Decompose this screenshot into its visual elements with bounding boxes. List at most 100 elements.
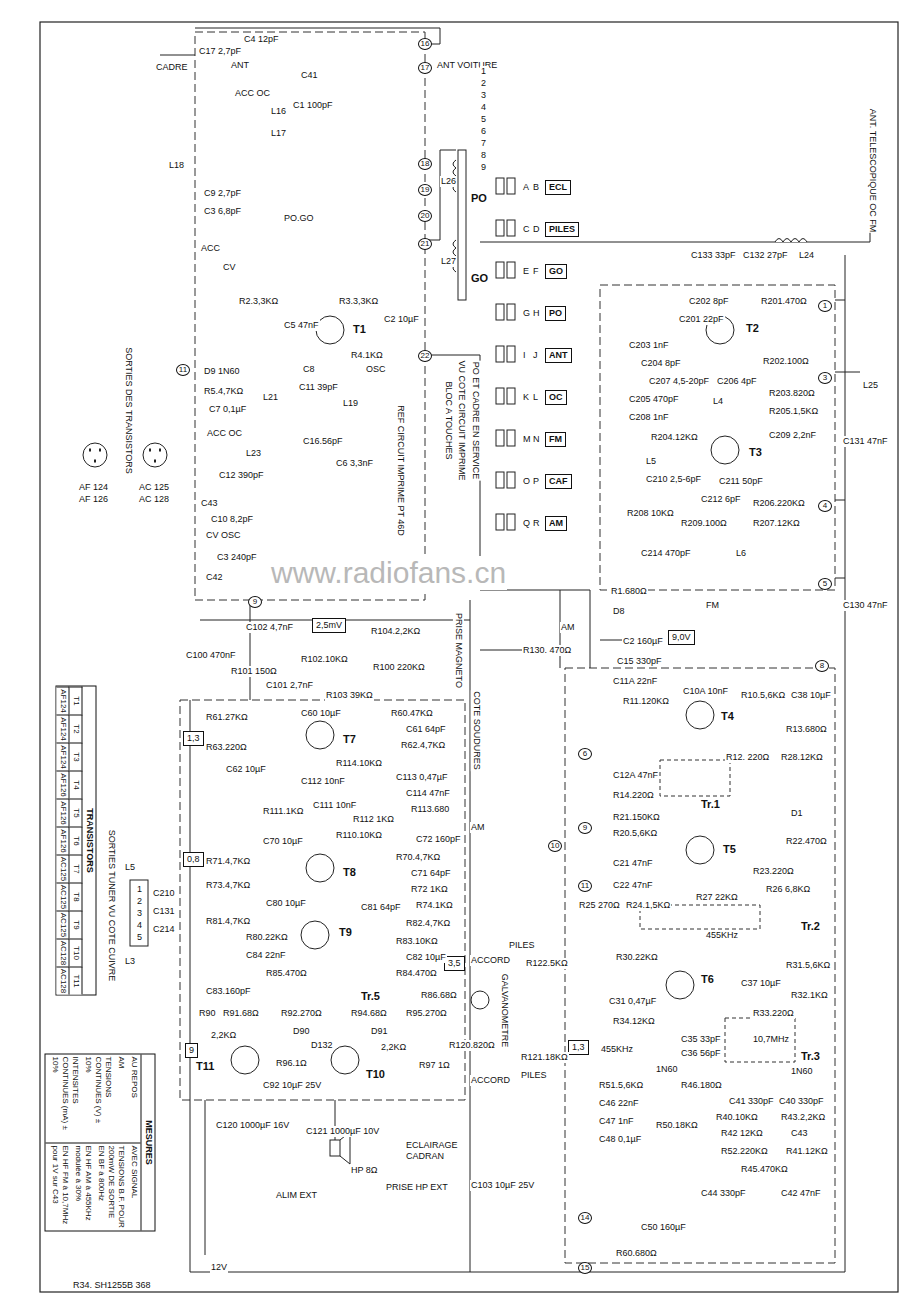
part-name: PO xyxy=(470,192,488,204)
table-cell: T1 xyxy=(70,686,83,714)
wire xyxy=(205,600,335,1255)
switch-contact xyxy=(496,472,504,488)
component-label: C211 50pF xyxy=(718,476,764,487)
transistor-symbol xyxy=(331,1046,359,1074)
component-label: C43 xyxy=(200,498,219,509)
value-box: 1,3 xyxy=(568,1040,589,1055)
component-label: R14.220Ω xyxy=(612,790,655,801)
component-label: R101 150Ω xyxy=(230,666,278,677)
component-label: R92.270Ω xyxy=(280,1008,323,1019)
table-cell: T6 xyxy=(70,826,83,854)
ferrite-rod xyxy=(458,150,466,300)
component-label: C12A 47nF xyxy=(612,770,659,781)
callout-number: 10 xyxy=(548,840,562,852)
component-label: R94.68Ω xyxy=(350,1008,388,1019)
component-label: R202.100Ω xyxy=(762,356,810,367)
table-cell: AF124 xyxy=(57,686,70,714)
component-label: R21.150KΩ xyxy=(612,812,661,823)
callout-number: 9 xyxy=(248,596,262,608)
component-label: C10 8,2pF xyxy=(210,514,254,525)
component-label: R82.4,7KΩ xyxy=(405,918,451,929)
transistor-symbol xyxy=(686,701,714,729)
component-label: R63.220Ω xyxy=(205,742,248,753)
component-label: C80 10µF xyxy=(265,898,307,909)
switch-contact xyxy=(507,430,515,446)
table-title: TRANSISTORS xyxy=(83,686,96,994)
part-name: T6 xyxy=(700,973,715,985)
callout-number: 3 xyxy=(818,372,832,384)
component-label: C42 xyxy=(205,572,224,583)
component-label: PRISE HP EXT xyxy=(385,1182,449,1193)
component-label: L26 xyxy=(440,176,457,187)
component-label: 8 xyxy=(480,150,487,161)
component-label: R30.22KΩ xyxy=(615,952,659,963)
component-label: R34. SH1255B 368 xyxy=(72,1280,152,1291)
component-label: 5 xyxy=(480,114,487,125)
component-label: AC 125 xyxy=(138,482,170,493)
table-cell: AU REPOS xyxy=(129,1056,139,1140)
component-label: C40 330pF xyxy=(778,1096,825,1107)
component-label: R83.10KΩ xyxy=(395,936,439,947)
box-label: OC xyxy=(549,392,563,402)
component-label: C133 33pF xyxy=(690,250,737,261)
part-name: T5 xyxy=(722,843,737,855)
component-label: R102.10KΩ xyxy=(300,654,349,665)
table-cell: T9 xyxy=(70,910,83,938)
part-name: T2 xyxy=(745,322,760,334)
switch-contact xyxy=(496,178,504,194)
component-label: C61 64pF xyxy=(405,724,447,735)
note-text: REF CIRCUIT IMPRIME PT 46D xyxy=(394,404,405,537)
part-name: T8 xyxy=(342,866,357,878)
component-label: 455KHz xyxy=(600,1044,634,1055)
callout-number: 14 xyxy=(578,1212,592,1224)
component-label: R60.47KΩ xyxy=(390,708,434,719)
transformer-can xyxy=(725,1018,795,1062)
component-label: R113.680 xyxy=(410,804,450,815)
switch-contact xyxy=(496,304,504,320)
switch-contact xyxy=(496,514,504,530)
component-label: R10.5,6KΩ xyxy=(740,690,786,701)
note-text: COTE SOUDURES xyxy=(470,690,481,771)
component-label: R96.1Ω xyxy=(275,1058,308,1069)
component-label: C6 3,3nF xyxy=(335,458,374,469)
component-label: R86.68Ω xyxy=(420,990,458,1001)
wire xyxy=(425,355,590,668)
component-label: 9 xyxy=(480,162,487,173)
callout-number: 1 xyxy=(818,300,832,312)
transistor-table: TRANSISTORST1T2T3T4T5T6T7T8T9T10T11AF124… xyxy=(56,685,97,995)
component-label: C3 240pF xyxy=(216,552,258,563)
component-label: 2,2KΩ xyxy=(210,1030,237,1041)
component-label: C3 6,8pF xyxy=(203,206,242,217)
box-label: 9,0V xyxy=(672,632,691,642)
watermark: www.radiofans.cn xyxy=(270,556,507,590)
component-label: R28.12KΩ xyxy=(780,752,824,763)
component-label: M xyxy=(522,434,532,445)
box-label: 0,8 xyxy=(187,854,200,864)
switch-contact xyxy=(507,472,515,488)
component-label: C114 47nF xyxy=(405,788,451,799)
component-label: D132 xyxy=(310,1040,334,1051)
component-label: L5 xyxy=(124,862,136,873)
callout-number: 6 xyxy=(578,748,592,760)
table-cell: AF126 xyxy=(57,798,70,826)
table-cell: EN HF AM à 455KHz modulée à 30% xyxy=(73,1145,93,1228)
component-label: R72 1KΩ xyxy=(410,884,449,895)
component-label: D90 xyxy=(292,1026,311,1037)
component-label: C22 47nF xyxy=(612,880,654,891)
component-label: PO.GO xyxy=(283,213,315,224)
switch-contact xyxy=(496,430,504,446)
component-label: 455KHz xyxy=(705,930,739,941)
component-label: H xyxy=(532,308,541,319)
component-label: C84 22nF xyxy=(245,950,287,961)
component-label: R85.470Ω xyxy=(265,968,308,979)
component-label: C201 22pF xyxy=(678,314,725,325)
component-label: L xyxy=(532,392,539,403)
component-label: C15 330pF xyxy=(616,656,663,667)
part-name: Tr.3 xyxy=(800,1050,821,1062)
galvanometer-symbol xyxy=(471,991,489,1009)
component-label: L21 xyxy=(262,392,279,403)
table-cell: INTENSITES CONTINUES (mA) ± 10% xyxy=(50,1056,80,1140)
callout-number: 17 xyxy=(418,62,432,74)
table-cell: AC125 xyxy=(57,854,70,882)
switch-key: ECL xyxy=(545,180,571,195)
